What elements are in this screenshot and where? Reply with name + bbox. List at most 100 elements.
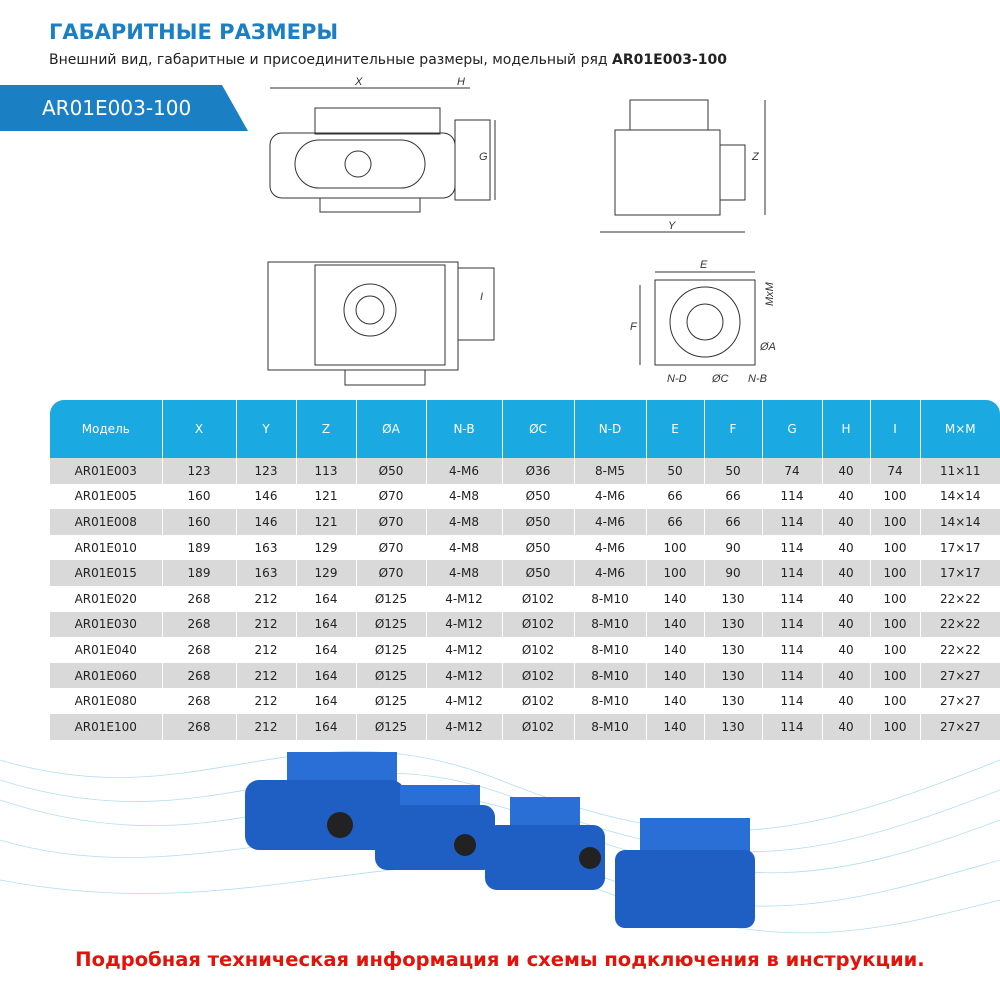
table-cell: Ø50	[501, 509, 574, 535]
table-cell: 140	[645, 662, 704, 689]
label-e: E	[700, 259, 708, 271]
table-cell: 268	[161, 637, 236, 663]
table-cell: 100	[869, 560, 920, 586]
table-cell: 90	[703, 534, 762, 561]
table-cell: 121	[295, 483, 356, 510]
label-g: G	[479, 151, 488, 163]
table-cell: 74	[869, 458, 920, 484]
table-cell: 114	[761, 637, 822, 663]
table-cell: Ø70	[355, 483, 426, 510]
table-cell: 4-M12	[425, 611, 502, 638]
column-header: Модель	[50, 400, 162, 458]
table-cell: 27×27	[919, 662, 1000, 689]
table-cell: 40	[821, 509, 870, 535]
table-cell: 130	[703, 585, 762, 612]
subtitle-model: AR01E003-100	[612, 52, 727, 68]
table-cell: AR01E005	[74, 489, 137, 504]
table-cell: Ø125	[355, 611, 426, 638]
table-cell: 146	[235, 509, 296, 535]
table-cell: 8-M10	[573, 688, 646, 714]
table-cell: 100	[645, 534, 704, 561]
column-header: F	[703, 400, 762, 458]
table-cell: Ø70	[355, 560, 426, 586]
table-cell: 40	[821, 458, 870, 484]
label-i: I	[480, 291, 483, 303]
table-cell: 212	[235, 637, 296, 663]
table-cell: Ø50	[501, 483, 574, 510]
table-cell: 100	[869, 637, 920, 663]
table-cell: 17×17	[919, 534, 1000, 561]
table-cell: 140	[645, 713, 704, 740]
front-view-drawing: Y Z	[600, 99, 766, 233]
table-cell: 8-M10	[573, 637, 646, 663]
table-cell: 130	[703, 611, 762, 638]
table-cell: 4-M6	[573, 560, 646, 586]
table-cell: 268	[161, 611, 236, 638]
table-cell: Ø102	[501, 637, 574, 663]
table-cell: 114	[761, 560, 822, 586]
table-cell: 140	[645, 688, 704, 714]
table-cell: 100	[869, 509, 920, 535]
table-cell: 130	[703, 713, 762, 740]
table-cell: 268	[161, 662, 236, 689]
table-cell: Ø125	[355, 662, 426, 689]
table-cell: 140	[645, 637, 704, 663]
table-cell: 27×27	[919, 688, 1000, 714]
table-cell: 268	[161, 713, 236, 740]
table-cell: 268	[161, 585, 236, 612]
table-cell: Ø50	[501, 534, 574, 561]
table-cell: 40	[821, 662, 870, 689]
table-cell: 4-M12	[425, 713, 502, 740]
table-cell: 8-M10	[573, 662, 646, 689]
table-cell: 4-M8	[425, 560, 502, 586]
table-cell: 130	[703, 637, 762, 663]
table-cell: 100	[869, 662, 920, 689]
table-cell: AR01E040	[74, 642, 137, 657]
table-cell: 100	[869, 611, 920, 638]
table-cell: Ø125	[355, 713, 426, 740]
label-f: F	[630, 321, 638, 333]
column-header: H	[821, 400, 870, 458]
table-cell: 212	[235, 713, 296, 740]
table-cell: 163	[235, 560, 296, 586]
table-cell: Ø70	[355, 509, 426, 535]
table-cell: 4-M6	[425, 458, 502, 484]
table-cell: AR01E015	[50, 560, 162, 586]
table-cell: AR01E080	[74, 694, 137, 709]
table-cell: 140	[645, 585, 704, 612]
table-cell: 40	[821, 688, 870, 714]
table-cell: 114	[761, 688, 822, 714]
table-cell: 114	[761, 534, 822, 561]
table-cell: 40	[821, 611, 870, 638]
table-cell: 212	[235, 585, 296, 612]
table-cell: 123	[161, 458, 236, 484]
table-cell: Ø102	[501, 713, 574, 740]
model-badge: AR01E003-100	[0, 85, 248, 131]
table-cell: 129	[295, 534, 356, 561]
table-cell: 40	[821, 637, 870, 663]
column-header: X	[161, 400, 236, 458]
table-cell: 130	[703, 662, 762, 689]
table-cell: 100	[869, 713, 920, 740]
label-z: Z	[751, 151, 760, 163]
table-cell: 189	[161, 534, 236, 561]
column-header: ØA	[355, 400, 426, 458]
label-nb: N-B	[748, 373, 767, 385]
table-cell: Ø102	[501, 662, 574, 689]
table-cell: 4-M6	[573, 534, 646, 561]
table-cell: 100	[869, 534, 920, 561]
table-cell: AR01E008	[50, 509, 162, 535]
table-cell: 4-M12	[425, 637, 502, 663]
table-cell: 8-M10	[573, 713, 646, 740]
table-cell: AR01E100	[50, 713, 162, 740]
table-cell: 189	[161, 560, 236, 586]
table-cell: 100	[869, 688, 920, 714]
table-cell: 4-M6	[573, 509, 646, 535]
